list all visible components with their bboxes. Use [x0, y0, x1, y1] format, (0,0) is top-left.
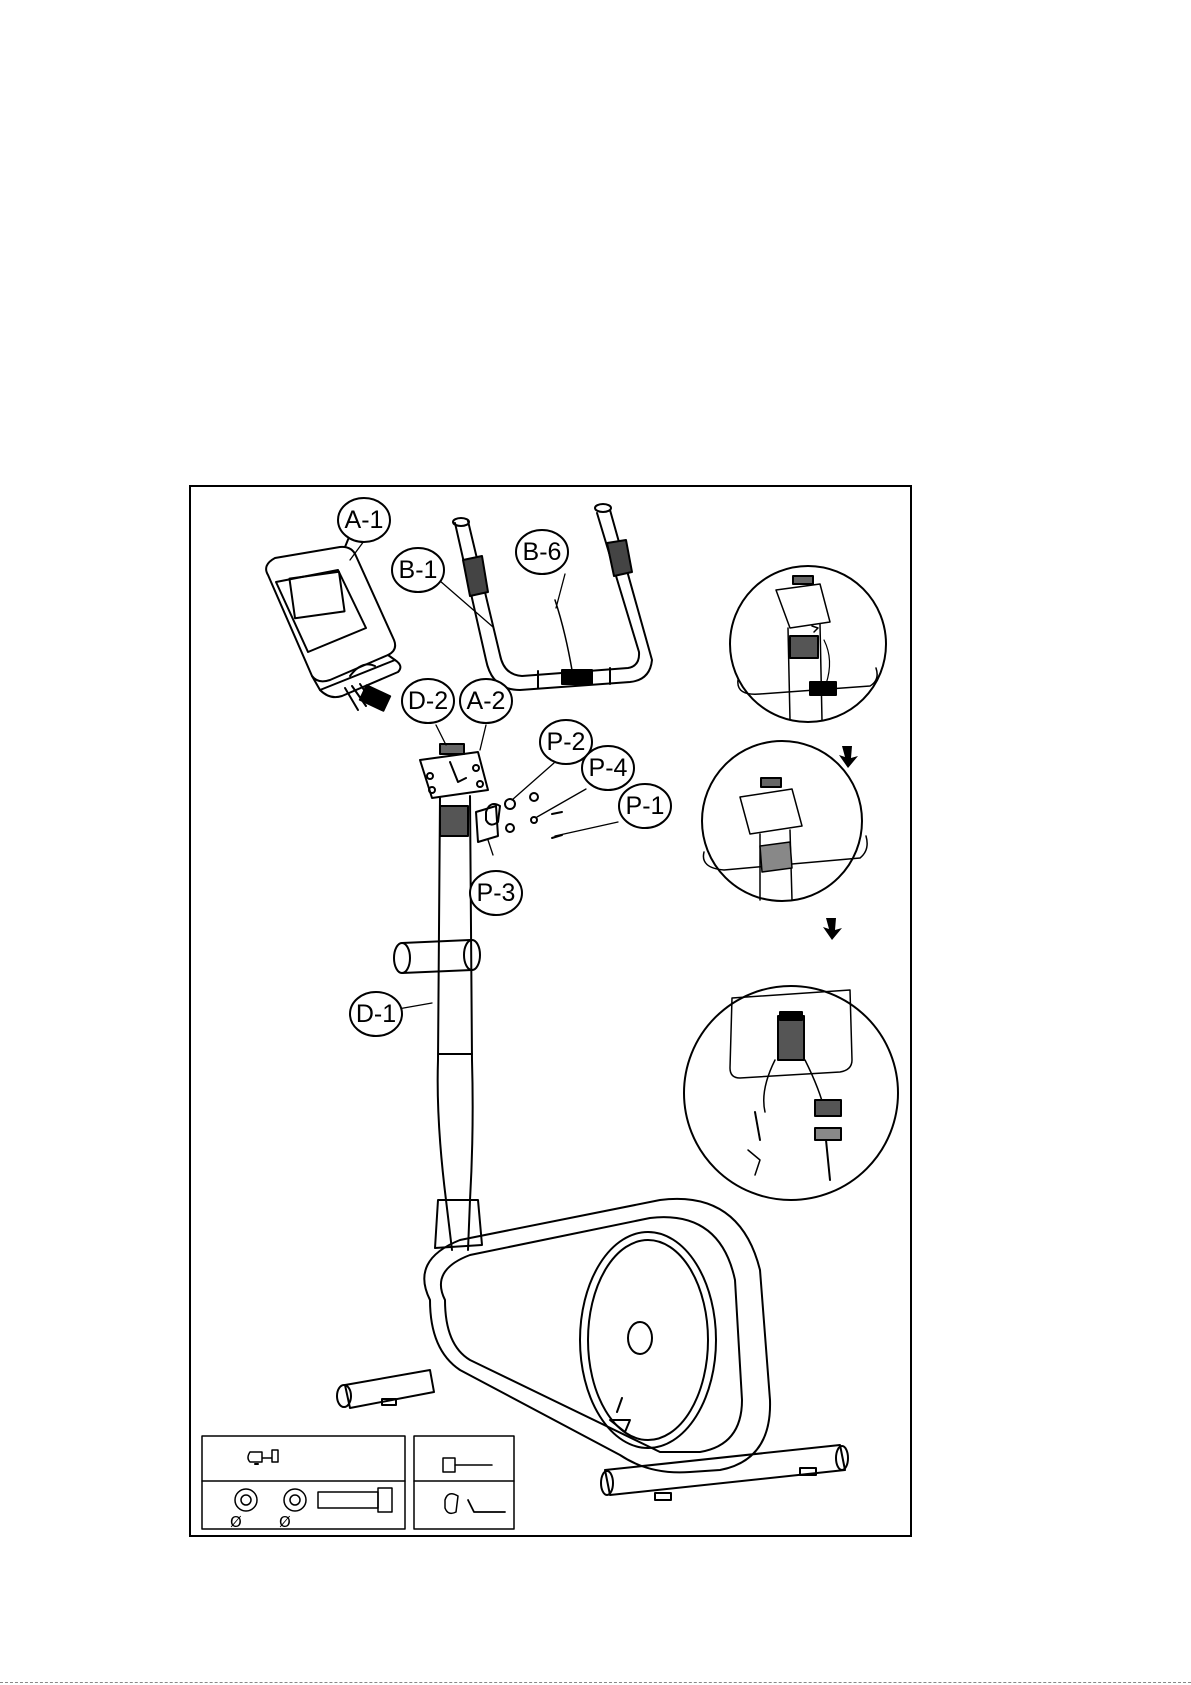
- rear-stabilizer: [337, 1370, 434, 1408]
- washer-symbol-1: Ø: [230, 1513, 242, 1531]
- detail-view-console-connectors: [684, 986, 898, 1200]
- front-stabilizer: [601, 1445, 848, 1500]
- label-p1: P-1: [626, 792, 665, 820]
- label-p3: P-3: [477, 879, 516, 907]
- mounting-plate: [420, 744, 488, 798]
- label-p4: P-4: [589, 754, 628, 782]
- label-a2: A-2: [467, 687, 506, 715]
- label-d1: D-1: [356, 1000, 396, 1028]
- detail-view-cable-routing: [730, 566, 886, 722]
- seat-post-stub: [394, 940, 480, 973]
- label-d2: D-2: [408, 687, 448, 715]
- detail-view-handlebar-mount: [702, 741, 867, 901]
- label-a1: A-1: [345, 506, 384, 534]
- step-arrow-2: [823, 918, 842, 940]
- step-arrow-1: [839, 746, 858, 768]
- flywheel-housing: [424, 1199, 770, 1473]
- hardware-legend-right: [414, 1436, 514, 1529]
- page-bottom-rule: [0, 1682, 1191, 1683]
- label-b1: B-1: [399, 556, 438, 584]
- console-unit: [266, 520, 400, 711]
- washer-symbol-2: Ø: [279, 1513, 291, 1531]
- upright-post: [435, 796, 482, 1250]
- label-b6: B-6: [523, 538, 562, 566]
- label-p2: P-2: [547, 728, 586, 756]
- exploded-hardware: [476, 793, 562, 842]
